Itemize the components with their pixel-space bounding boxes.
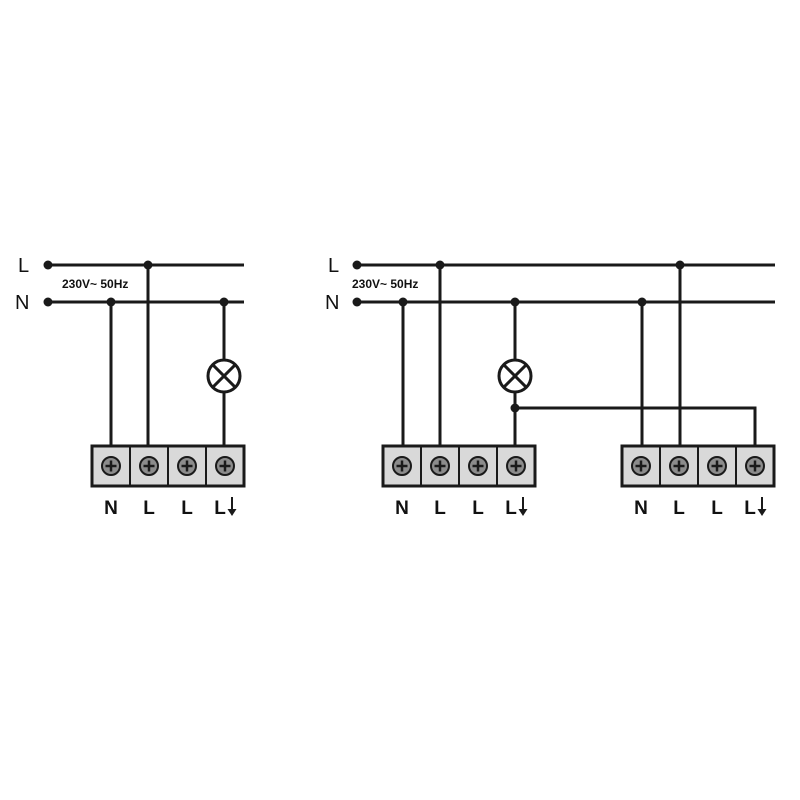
down-arrow-icon	[757, 497, 767, 516]
voltage-label: 230V~ 50Hz	[62, 277, 128, 291]
terminal-label-l: L	[711, 498, 723, 519]
junction-dot	[106, 297, 116, 307]
screw-terminal-icon[interactable]	[630, 455, 652, 477]
terminal-block	[381, 444, 537, 488]
junction-dot	[435, 260, 445, 270]
right-circuit	[357, 263, 775, 446]
left-circuit	[48, 263, 244, 446]
terminal-block	[620, 444, 776, 488]
screw-terminal-icon[interactable]	[138, 455, 160, 477]
lamp-return-wire	[515, 406, 757, 446]
terminal-label-l-out: L	[505, 498, 517, 519]
junction-dot	[510, 297, 520, 307]
screw-terminal-icon[interactable]	[706, 455, 728, 477]
neutral-label: N	[15, 292, 29, 314]
line-label: L	[328, 255, 339, 277]
voltage-label: 230V~ 50Hz	[352, 277, 418, 291]
terminal-label-n: N	[104, 498, 118, 519]
screw-terminal-icon[interactable]	[744, 455, 766, 477]
screw-terminal-icon[interactable]	[505, 455, 527, 477]
junction-dot	[637, 297, 647, 307]
terminal-label-l: L	[472, 498, 484, 519]
terminal-label-n: N	[634, 498, 648, 519]
screw-terminal-icon[interactable]	[391, 455, 413, 477]
terminal-label-l: L	[673, 498, 685, 519]
terminal-label-l-out: L	[214, 498, 226, 519]
lamp-icon	[497, 358, 533, 394]
neutral-bus-start-dot	[352, 297, 362, 307]
screw-terminal-icon[interactable]	[429, 455, 451, 477]
line-label: L	[18, 255, 29, 277]
terminal-label-l: L	[181, 498, 193, 519]
down-arrow-icon	[518, 497, 528, 516]
junction-dot	[510, 403, 520, 413]
terminal-label-l-out: L	[744, 498, 756, 519]
terminal-label-l: L	[143, 498, 155, 519]
lamp-icon	[206, 358, 242, 394]
junction-dot	[398, 297, 408, 307]
screw-terminal-icon[interactable]	[214, 455, 236, 477]
screw-terminal-icon[interactable]	[467, 455, 489, 477]
terminal-label-n: N	[395, 498, 409, 519]
junction-dot	[143, 260, 153, 270]
screw-terminal-icon[interactable]	[100, 455, 122, 477]
line-bus-start-dot	[43, 260, 53, 270]
junction-dot	[219, 297, 229, 307]
terminal-label-l: L	[434, 498, 446, 519]
neutral-label: N	[325, 292, 339, 314]
junction-dot	[675, 260, 685, 270]
line-bus-start-dot	[352, 260, 362, 270]
screw-terminal-icon[interactable]	[176, 455, 198, 477]
terminal-block	[90, 444, 246, 488]
screw-terminal-icon[interactable]	[668, 455, 690, 477]
down-arrow-icon	[227, 497, 237, 516]
neutral-bus-start-dot	[43, 297, 53, 307]
